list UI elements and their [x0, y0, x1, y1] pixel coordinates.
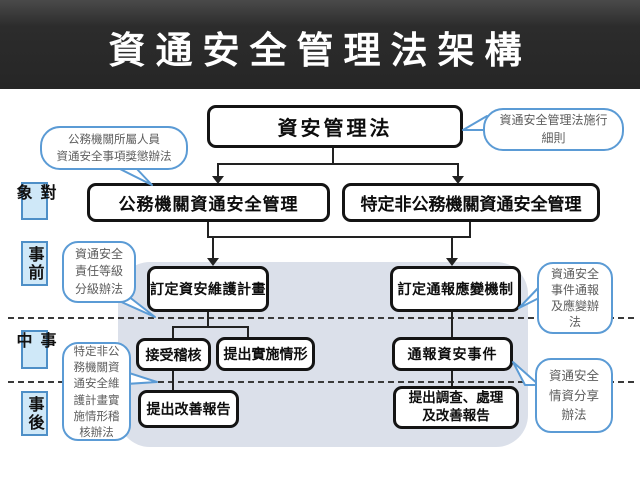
connector-law-branch	[218, 163, 459, 165]
box-security-maintenance-plan: 訂定資安維護計畫	[147, 266, 269, 312]
box-investigation-improvement-report: 提出調查、處理 及改善報告	[393, 386, 519, 429]
arrowhead-mechanism	[446, 258, 458, 266]
connector-public-down	[207, 221, 209, 237]
stage-divider-middle-after	[8, 381, 634, 383]
connector-drop-public	[217, 163, 219, 177]
box-report-security-incident: 通報資安事件	[392, 337, 513, 371]
callout-incident-reporting-regulation: 資通安全 事件通報 及應變辦 法	[537, 262, 613, 334]
callout-reward-punishment-regulation: 公務機關所屬人員 資通安全事項獎懲辦法	[40, 126, 188, 170]
connector-report-investigation	[451, 370, 453, 387]
callout-intel-sharing-regulation: 資通安全 情資分享 辦法	[535, 358, 613, 433]
connector-drop-implementation	[247, 326, 249, 338]
connector-drop-nonpublic	[457, 163, 459, 177]
box-incident-response-mechanism: 訂定通報應變機制	[390, 266, 521, 312]
stage-label-target: 對象	[14, 182, 57, 220]
connector-mechanism-report	[451, 310, 453, 338]
stage-label-during: 事中	[14, 330, 57, 369]
header-bar: 資通安全管理法架構	[0, 0, 640, 89]
connector-plan-down	[207, 310, 209, 327]
callout-nonpublic-audit-regulation: 特定非公 務機關資 通安全維 護計畫實 施情形稽 核辦法	[62, 342, 131, 441]
callout-responsibility-grading-regulation: 資通安全 責任等級 分級辦法	[62, 241, 136, 303]
connector-audit-improvement	[172, 370, 174, 391]
connector-plan-rail	[172, 326, 249, 328]
box-accept-audit: 接受稽核	[136, 338, 211, 371]
box-cybersecurity-act: 資安管理法	[207, 105, 463, 148]
connector-level2-rail	[207, 236, 471, 238]
connector-drop-mechanism	[451, 236, 453, 258]
stage-label-after: 事後	[21, 391, 48, 436]
connector-law-stem	[332, 146, 334, 164]
box-improvement-report: 提出改善報告	[138, 390, 239, 428]
arrowhead-nonpublic	[452, 176, 464, 184]
stage-divider-before-middle	[8, 317, 634, 319]
stage-label-before: 事前	[21, 241, 48, 286]
box-implementation-status: 提出實施情形	[216, 337, 315, 371]
arrowhead-plan	[207, 258, 219, 266]
box-public-agency-management: 公務機關資通安全管理	[87, 183, 330, 222]
connector-drop-plan	[212, 236, 214, 258]
arrowhead-public	[212, 176, 224, 184]
connector-nonpublic-down	[469, 221, 471, 237]
callout-tail-reward-punishment	[117, 167, 153, 186]
callout-enforcement-rules: 資通安全管理法施行 細則	[483, 108, 624, 151]
connector-drop-audit	[172, 326, 174, 339]
box-non-public-agency-management: 特定非公務機關資通安全管理	[342, 183, 600, 222]
page-title: 資通安全管理法架構	[108, 27, 532, 72]
callout-tail-intel-sharing	[512, 361, 540, 386]
